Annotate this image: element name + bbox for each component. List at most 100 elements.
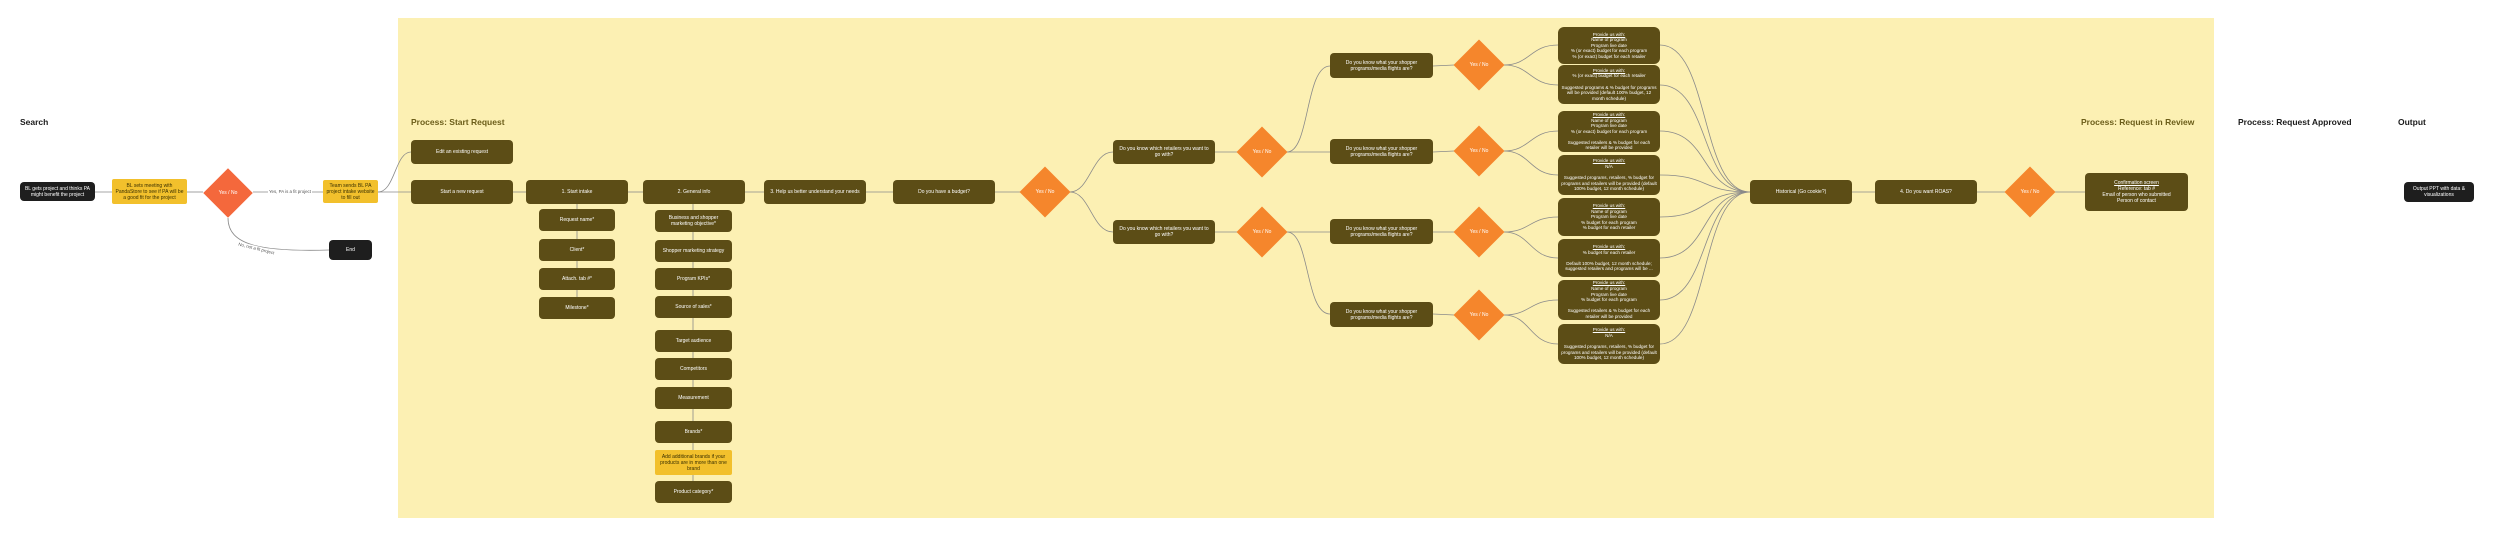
intake-field-item[interactable]: Request name* [539, 209, 615, 231]
node-general-info[interactable]: 2. General info [643, 180, 745, 204]
connector [1432, 64, 1455, 67]
decision-program-2[interactable]: Yes / No [1453, 125, 1505, 177]
node-program-question-2[interactable]: Do you know what your shopper programs/m… [1330, 139, 1433, 164]
connector [1659, 174, 1751, 193]
connector [1503, 231, 1559, 259]
connector [1659, 130, 1751, 193]
node-team-sends-website[interactable]: Team sends BL PA project intake website … [323, 180, 378, 203]
provide-heading: Provide us with: [1592, 67, 1626, 73]
provide-info-box[interactable]: Provide us with:Name of program Program … [1558, 198, 1660, 236]
connector [1659, 191, 1751, 218]
connector [1659, 191, 1751, 345]
connector [1503, 216, 1559, 233]
connector [1503, 299, 1559, 316]
intake-field-item[interactable]: Milestone* [539, 297, 615, 319]
provide-info-box[interactable]: Provide us with:N/A Suggested programs, … [1558, 324, 1660, 364]
general-info-field-item[interactable]: Product category* [655, 481, 732, 503]
connector [1659, 191, 1751, 301]
provide-body: Name of program Program live date % (or … [1567, 117, 1651, 151]
provide-info-box[interactable]: Provide us with:Name of program Program … [1558, 280, 1660, 320]
connector [1503, 314, 1559, 345]
decision-program-3[interactable]: Yes / No [1453, 206, 1505, 258]
provide-info-box[interactable]: Provide us with:Name of program Program … [1558, 27, 1660, 64]
connector [1286, 231, 1331, 315]
node-start-intake[interactable]: 1. Start intake [526, 180, 628, 204]
section-title-search: Search [20, 117, 49, 127]
provide-body: N/A Suggested programs, retailers, % bud… [1561, 163, 1657, 192]
provide-heading: Provide us with: [1592, 158, 1626, 164]
connector [1503, 44, 1559, 66]
decision-program-4[interactable]: Yes / No [1453, 289, 1505, 341]
general-info-field-item[interactable]: Program KPIs* [655, 268, 732, 290]
connector [1286, 65, 1331, 153]
connector [1069, 151, 1114, 193]
intake-field-item[interactable]: Attach. tab #* [539, 268, 615, 290]
connector [1503, 130, 1559, 152]
connector [1659, 44, 1751, 193]
connector [1659, 84, 1751, 193]
node-bl-gets-project[interactable]: BL gets project and thinks PA might bene… [20, 182, 95, 201]
provide-heading: Provide us with: [1592, 327, 1626, 333]
provide-body: Name of program Program live date % (or … [1570, 37, 1648, 59]
provide-info-box[interactable]: Provide us with:% (or exact) budget for … [1558, 65, 1660, 104]
node-start-new-request[interactable]: Start a new request [411, 180, 513, 204]
node-edit-existing-request[interactable]: Edit an existing request [411, 140, 513, 164]
decision-budget[interactable]: Yes / No [1019, 166, 1071, 218]
connector [1503, 64, 1559, 86]
section-title-request-approved: Process: Request Approved [2238, 117, 2352, 127]
section-title-request-in-review: Process: Request in Review [2081, 117, 2195, 127]
node-end[interactable]: End [329, 240, 372, 260]
provide-heading: Provide us with: [1592, 244, 1626, 250]
connector [377, 151, 412, 193]
connector [1432, 313, 1455, 316]
provide-info-box[interactable]: Provide us with:% budget for each retail… [1558, 239, 1660, 277]
connector [1432, 150, 1455, 153]
node-historical[interactable]: Historical (Go cookie?) [1750, 180, 1852, 204]
node-retailer-question-2[interactable]: Do you know which retailers you want to … [1113, 220, 1215, 244]
decision-retailer-2[interactable]: Yes / No [1236, 206, 1288, 258]
provide-info-box[interactable]: Provide us with:N/A Suggested programs, … [1558, 155, 1660, 195]
section-title-output: Output [2398, 117, 2426, 127]
general-info-field-item[interactable]: Source of sales* [655, 296, 732, 318]
node-output-ppt[interactable]: Output PPT with data & visualizations [2404, 182, 2474, 202]
provide-body: Name of program Program live date % budg… [1567, 286, 1651, 319]
node-program-question-1[interactable]: Do you know what your shopper programs/m… [1330, 53, 1433, 78]
confirmation-title: Confirmation screen [2114, 180, 2159, 186]
brand-note[interactable]: Add additional brands if your products a… [655, 450, 732, 475]
node-bl-sets-meeting[interactable]: BL sets meeting with PandaStore to see i… [112, 179, 187, 204]
general-info-field-item[interactable]: Measurement [655, 387, 732, 409]
provide-body: Name of program Program live date % budg… [1581, 208, 1637, 231]
provide-info-box[interactable]: Provide us with:Name of program Program … [1558, 111, 1660, 152]
general-info-field-item[interactable]: Brands* [655, 421, 732, 443]
provide-heading: Provide us with: [1592, 111, 1626, 117]
edge-label-yes-fit: Yes, PA is a fit project [268, 189, 312, 194]
provide-body: % (or exact) budget for each retailer Su… [1561, 73, 1657, 101]
node-understand-needs[interactable]: 3. Help us better understand your needs [764, 180, 866, 204]
node-budget-question[interactable]: Do you have a budget? [893, 180, 995, 204]
node-program-question-4[interactable]: Do you know what your shopper programs/m… [1330, 302, 1433, 327]
decision-program-1[interactable]: Yes / No [1453, 39, 1505, 91]
general-info-field-item[interactable]: Competitors [655, 358, 732, 380]
intake-field-item[interactable]: Client* [539, 239, 615, 261]
provide-heading: Provide us with: [1592, 31, 1626, 37]
general-info-field-item[interactable]: Shopper marketing strategy [655, 240, 732, 262]
connector [1069, 191, 1114, 233]
connector [1659, 191, 1751, 259]
connector [1503, 150, 1559, 176]
decision-roas[interactable]: Yes / No [2004, 166, 2056, 218]
decision-fit[interactable]: Yes / No [203, 168, 253, 218]
node-confirmation-screen[interactable]: Confirmation screen Reference: tab # Ema… [2085, 173, 2188, 211]
provide-heading: Provide us with: [1592, 280, 1626, 286]
node-retailer-question-1[interactable]: Do you know which retailers you want to … [1113, 140, 1215, 164]
provide-body: % budget for each retailer Default 100% … [1565, 249, 1653, 272]
provide-heading: Provide us with: [1592, 203, 1626, 209]
general-info-field-item[interactable]: Target audience [655, 330, 732, 352]
decision-retailer-1[interactable]: Yes / No [1236, 126, 1288, 178]
general-info-field-item[interactable]: Business and shopper marketing objective… [655, 210, 732, 232]
section-title-start-request: Process: Start Request [411, 117, 505, 127]
node-program-question-3[interactable]: Do you know what your shopper programs/m… [1330, 219, 1433, 244]
confirmation-body: Reference: tab # Email of person who sub… [2102, 186, 2171, 204]
node-want-roas[interactable]: 4. Do you want ROAS? [1875, 180, 1977, 204]
